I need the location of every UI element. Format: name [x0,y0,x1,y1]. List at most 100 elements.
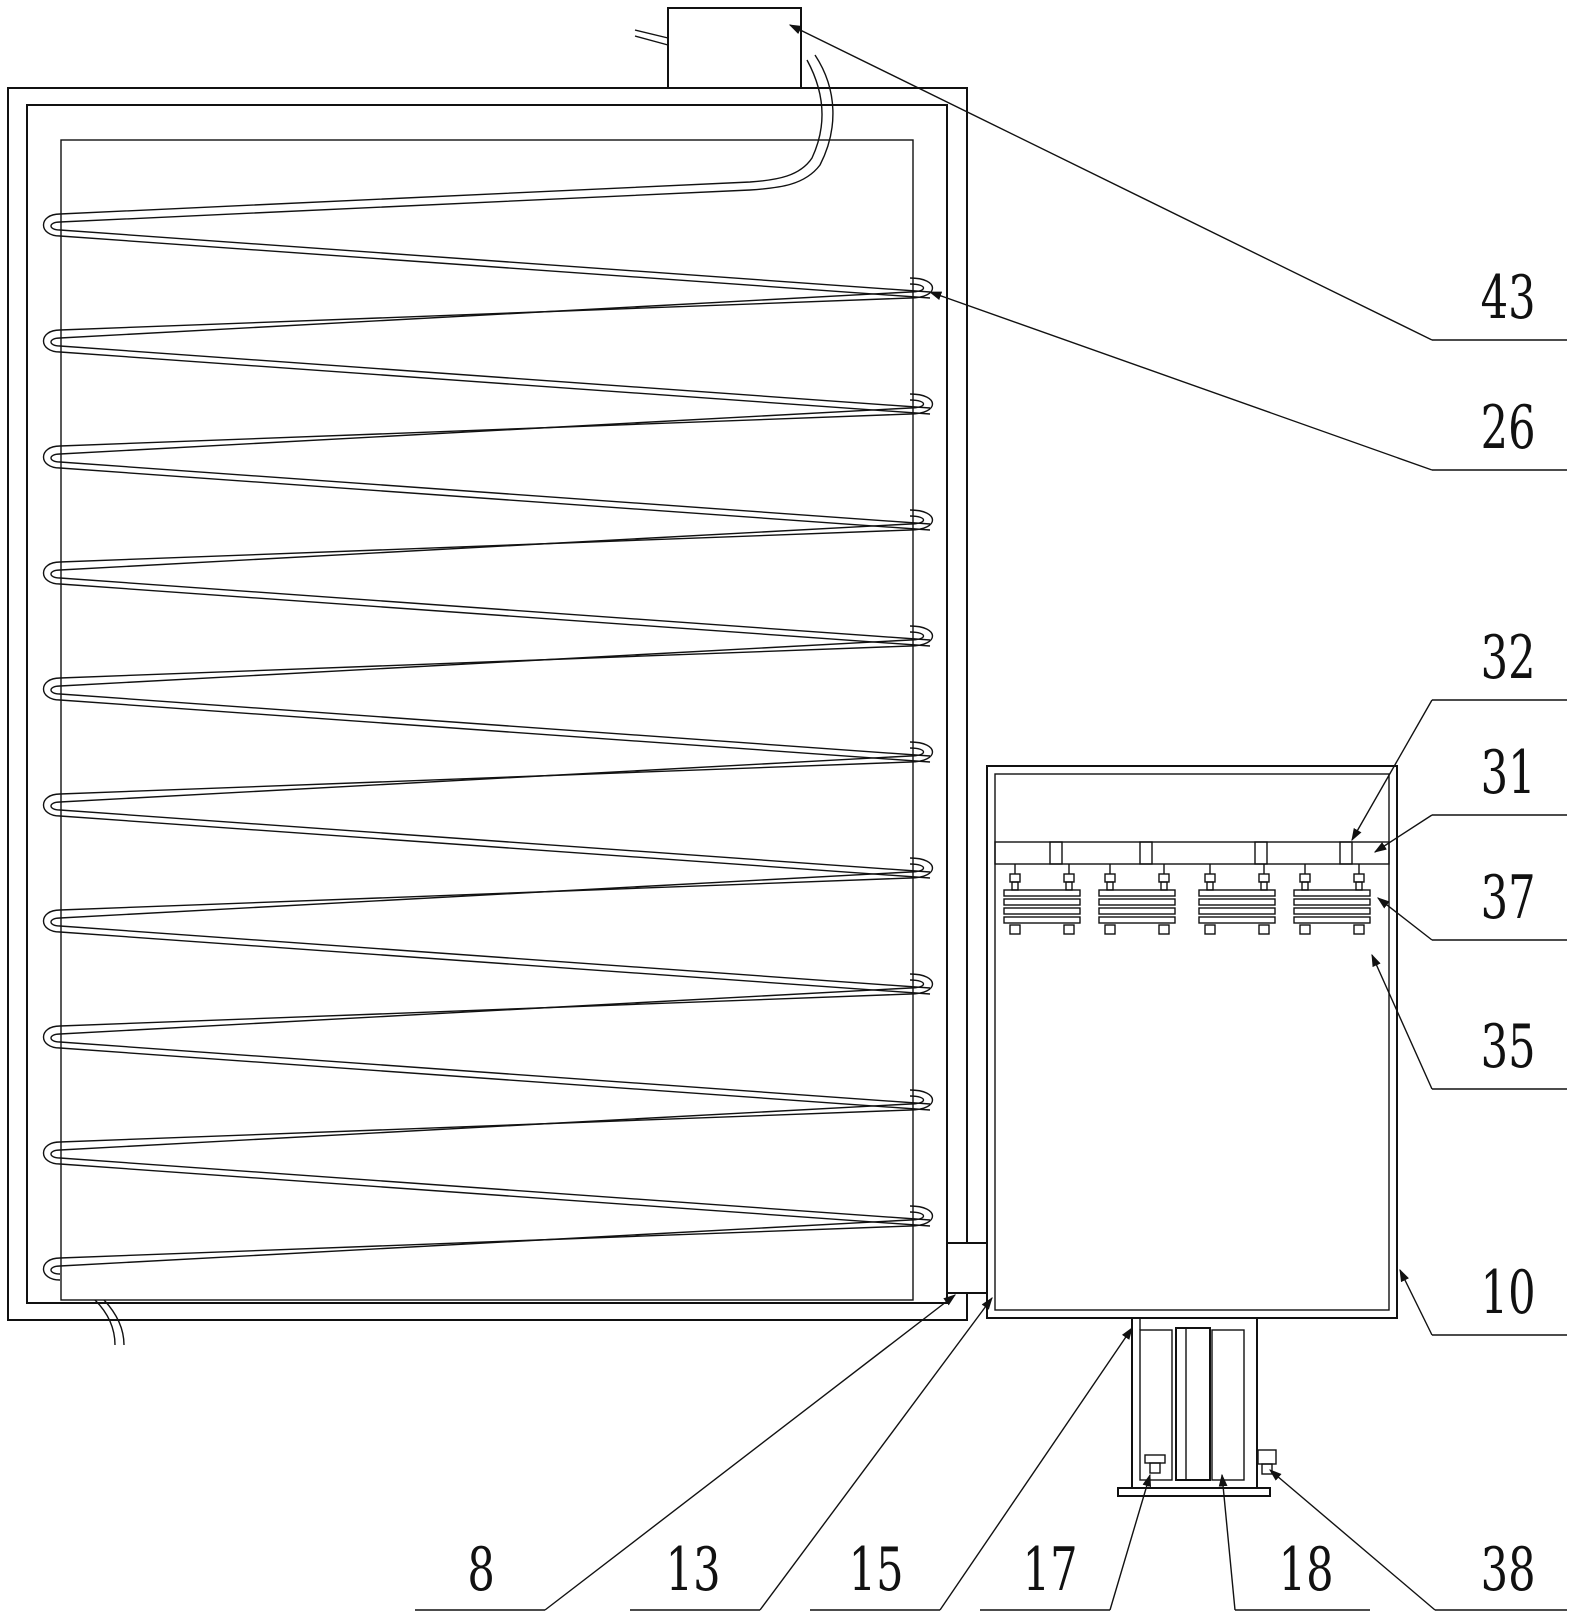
coil-segment [50,801,61,811]
coil-segment [43,1025,61,1049]
nozzle-part [1104,924,1116,935]
coil-segment [59,291,911,339]
label-43: 43 [1481,263,1536,333]
coil-segment [909,863,925,873]
nozzle-part [1293,889,1371,897]
nozzle-part [1104,873,1116,883]
label-35: 35 [1481,1012,1536,1082]
coil-segment [59,645,911,679]
coil-segment [909,631,925,641]
coil-segment [59,815,931,879]
nozzle-part [1049,841,1063,865]
main-tank [7,87,968,1321]
nozzle-part [1098,889,1176,897]
nozzle-part [1065,881,1073,891]
nozzle-part [1293,898,1371,906]
coil-segment [59,639,911,687]
coil-segment [59,693,931,757]
nozzle-assemblies [1003,841,1371,935]
coil-segment [59,467,931,531]
label-8: 8 [467,1535,494,1605]
label-13: 13 [666,1535,721,1605]
coil-segment [50,685,61,695]
nozzle-part [1139,841,1153,865]
heating-coil [43,213,933,1281]
coil-segment [43,1141,61,1165]
nozzle-part [1198,916,1276,924]
coil-segment [43,677,61,701]
nozzle-part [1098,916,1176,924]
nozzle-part [1299,924,1311,935]
coil-segment [59,877,911,911]
coil-segment [43,329,61,353]
nozzle-part [1353,924,1365,935]
nozzle-part [1339,841,1353,865]
coil-segment [43,909,61,933]
coil-segment [909,979,925,989]
coil-segment [50,337,61,347]
inlet-hose [59,54,834,223]
nozzle-part [1258,924,1270,935]
nozzle-part [1011,881,1019,891]
coil-segment [50,1149,61,1159]
coil-segment [909,283,925,293]
label-17: 17 [1023,1535,1078,1605]
coil-segment [59,1225,911,1259]
nozzle-part [1293,916,1371,924]
nozzle-part [1206,881,1214,891]
nozzle-part [1009,924,1021,935]
coil-segment [909,399,925,409]
nozzle-part [1158,873,1170,883]
coil-segment [909,1211,925,1221]
coil-segment [909,509,933,531]
top-unit-box [634,7,802,89]
nozzle-part [1003,916,1081,924]
nozzle-part [1198,889,1276,897]
nozzle-part [1063,873,1075,883]
coil-segment [59,1103,911,1151]
nozzle-part [1355,881,1363,891]
coil-segment [59,235,931,299]
coil-segment [43,1257,61,1281]
coil-segment [909,1089,933,1111]
label-15: 15 [849,1535,904,1605]
coil-segment [59,413,911,447]
coil-segment [59,1163,931,1227]
nozzle-part [1254,841,1268,865]
coil-segment [50,221,61,231]
coil-segment [43,793,61,817]
nozzle-part [1258,873,1270,883]
nozzle-part [1003,907,1081,915]
label-38: 38 [1481,1535,1536,1605]
coil-segment [50,453,61,463]
coil-segment [59,993,911,1027]
nozzle-part [1299,873,1311,883]
coil-segment [59,1109,911,1143]
coil-segment [909,857,933,879]
coil-segment [909,515,925,525]
reference-numerals: 43 26 32 31 37 35 10 8 13 15 17 18 38 [467,263,1535,1605]
coil-segment [59,1047,931,1111]
coil-segment [909,1095,925,1105]
coil-segment [59,987,911,1035]
coil-segment [59,1041,931,1105]
coil-segment [59,577,931,641]
nozzle-part [1204,873,1216,883]
coil-segment [59,529,911,563]
coil-segment [50,569,61,579]
label-31: 31 [1481,738,1536,808]
coil-segment [909,973,933,995]
nozzle-part [1301,881,1309,891]
coil-segment [59,699,931,763]
coil-segment [43,445,61,469]
coil-segment [909,1205,933,1227]
coil-segment [59,345,931,409]
label-26: 26 [1481,393,1536,463]
coil-segment [50,917,61,927]
coil-segment [909,393,933,415]
nozzle-part [1003,898,1081,906]
nozzle-part [1198,907,1276,915]
coil-segment [59,809,931,873]
nozzle-part [1098,898,1176,906]
nozzle-part [1293,907,1371,915]
